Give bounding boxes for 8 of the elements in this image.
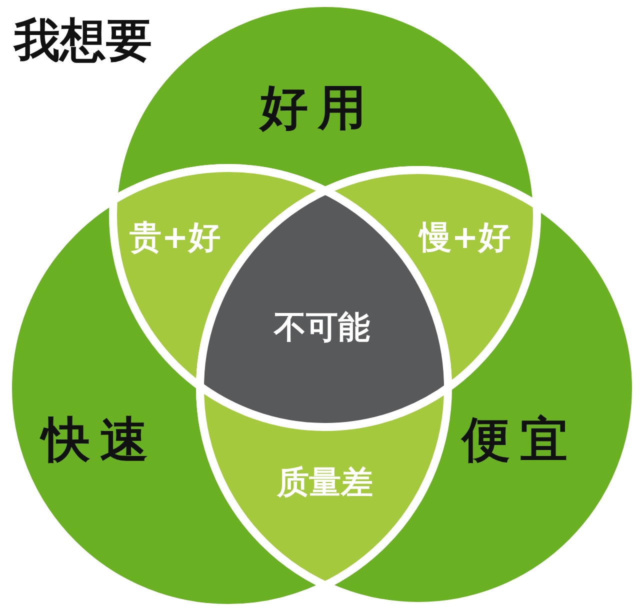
region-label: 快速: [42, 408, 158, 472]
region-label: 质量差: [277, 461, 373, 505]
region-label: 便宜: [462, 408, 578, 472]
diagram-title: 我想要: [14, 12, 152, 69]
region-label: 慢+好: [420, 216, 510, 260]
region-label: 不可能: [274, 306, 370, 350]
region-label: 好用: [260, 76, 376, 140]
region-label: 贵+好: [130, 216, 220, 260]
